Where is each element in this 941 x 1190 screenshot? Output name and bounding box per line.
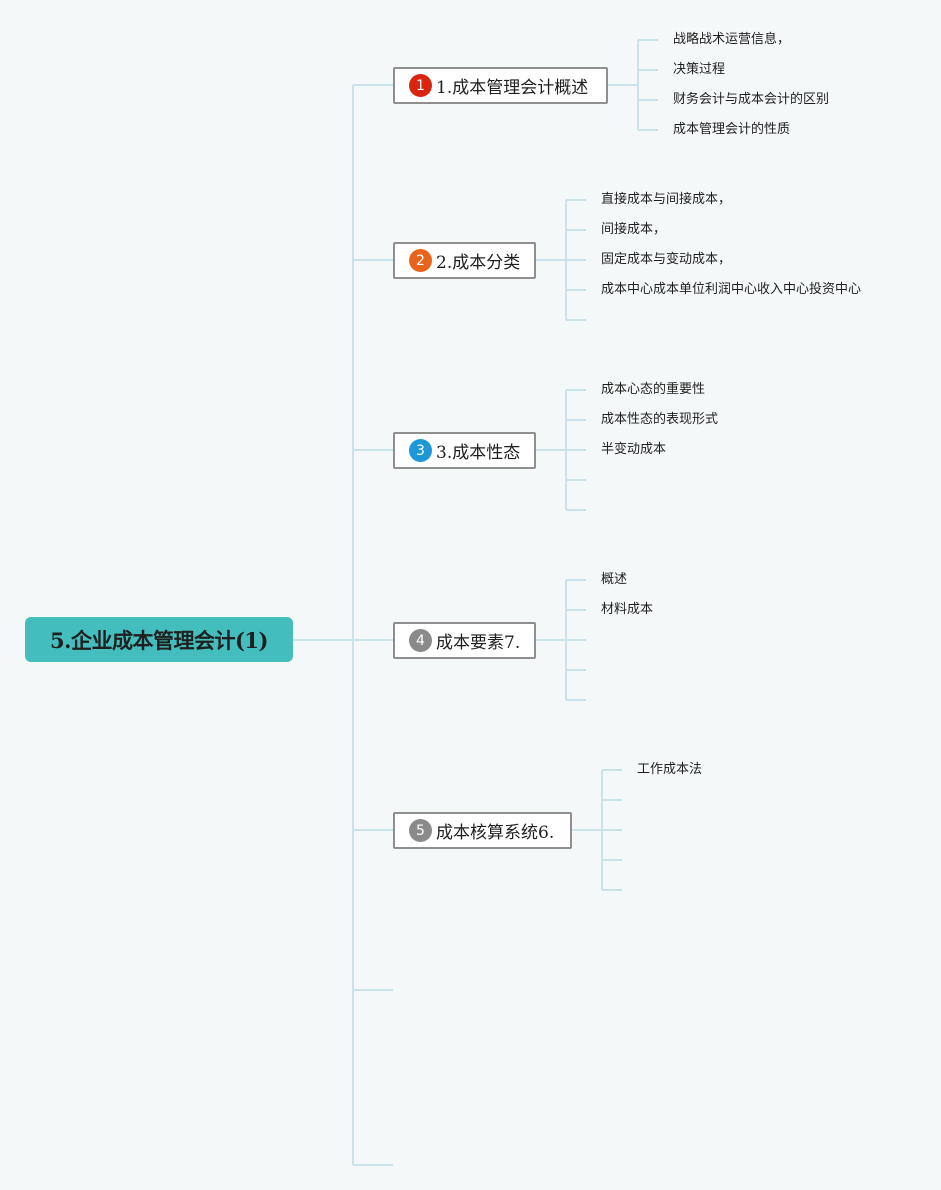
leaf-node[interactable]: 固定成本与变动成本， <box>601 252 732 267</box>
branch-label: 2.成本分类 <box>436 253 521 273</box>
leaf-node[interactable]: 成本心态的重要性 <box>601 382 706 397</box>
leaf-node[interactable]: 半变动成本 <box>601 442 667 457</box>
number-badge-icon: 4 <box>409 629 432 652</box>
branch-node-3[interactable]: 3 3.成本性态 <box>393 432 536 469</box>
branch-node-5[interactable]: 5 成本核算系统6. <box>393 812 572 849</box>
number-badge-icon: 3 <box>409 439 432 462</box>
branch-label: 1.成本管理会计概述 <box>436 78 589 98</box>
leaf-node[interactable]: 成本中心成本单位利润中心收入中心投资中心 <box>601 282 862 297</box>
leaf-node[interactable]: 财务会计与成本会计的区别 <box>673 92 830 107</box>
branch-node-4[interactable]: 4 成本要素7. <box>393 622 536 659</box>
leaf-node[interactable]: 工作成本法 <box>637 762 703 777</box>
leaf-node[interactable]: 成本性态的表现形式 <box>601 412 719 427</box>
number-badge-icon: 1 <box>409 74 432 97</box>
number-badge-icon: 2 <box>409 249 432 272</box>
branch-label: 成本核算系统6. <box>436 823 555 843</box>
leaf-node[interactable]: 战略战术运营信息， <box>673 32 791 47</box>
branch-node-1[interactable]: 1 1.成本管理会计概述 <box>393 67 608 104</box>
leaf-node[interactable]: 决策过程 <box>673 62 726 77</box>
branch-label: 3.成本性态 <box>436 443 521 463</box>
leaf-node[interactable]: 成本管理会计的性质 <box>673 122 791 137</box>
leaf-node[interactable]: 间接成本， <box>601 222 667 237</box>
root-node-label: 5.企业成本管理会计(1) <box>50 627 268 653</box>
leaf-node[interactable]: 直接成本与间接成本， <box>601 192 732 207</box>
branch-label: 成本要素7. <box>436 633 521 653</box>
number-badge-icon: 5 <box>409 819 432 842</box>
branch-node-2[interactable]: 2 2.成本分类 <box>393 242 536 279</box>
leaf-node[interactable]: 材料成本 <box>601 602 654 617</box>
leaf-node[interactable]: 概述 <box>601 572 628 587</box>
root-node[interactable]: 5.企业成本管理会计(1) <box>25 617 293 662</box>
